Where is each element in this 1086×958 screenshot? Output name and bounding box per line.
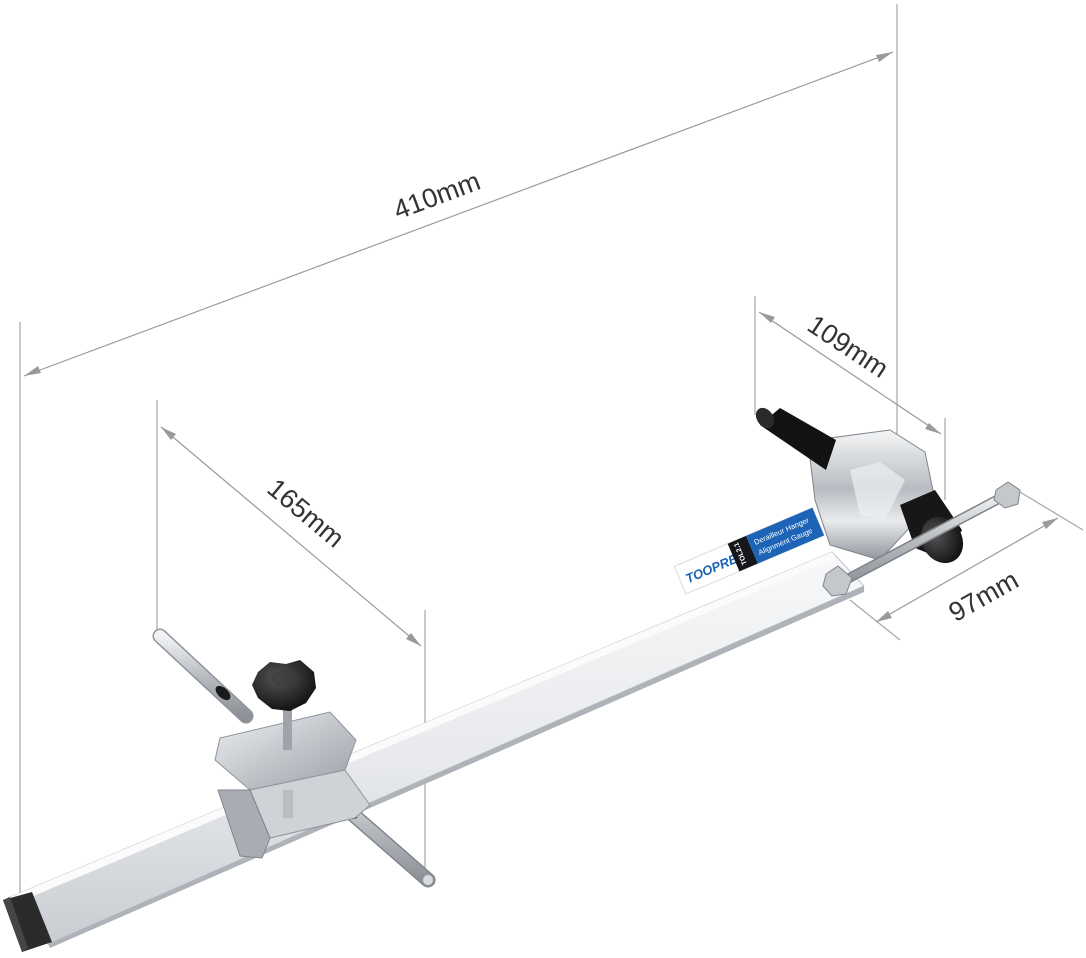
alignment-gauge-tool: TOOPRE TOL2.1 Derailleur Hanger Alignmen… [3,407,1021,952]
rod-end-nut [993,481,1021,509]
sliding-clamp [214,660,371,859]
clamp-knob[interactable] [252,660,316,711]
dimension-label-97: 97mm [944,565,1024,628]
dimension-label-109: 109mm [802,309,894,384]
threaded-tip [755,407,836,470]
sliding-rod-rear [152,628,254,724]
indicator-rod [822,481,1021,597]
label-blue-panel [746,507,825,564]
rod-end-nut [822,565,853,597]
end-cap [3,892,52,952]
main-bar [3,551,865,952]
gauge-head [755,407,1021,597]
dimension-label-165: 165mm [262,473,350,554]
dimension-label-410: 410mm [389,166,484,226]
